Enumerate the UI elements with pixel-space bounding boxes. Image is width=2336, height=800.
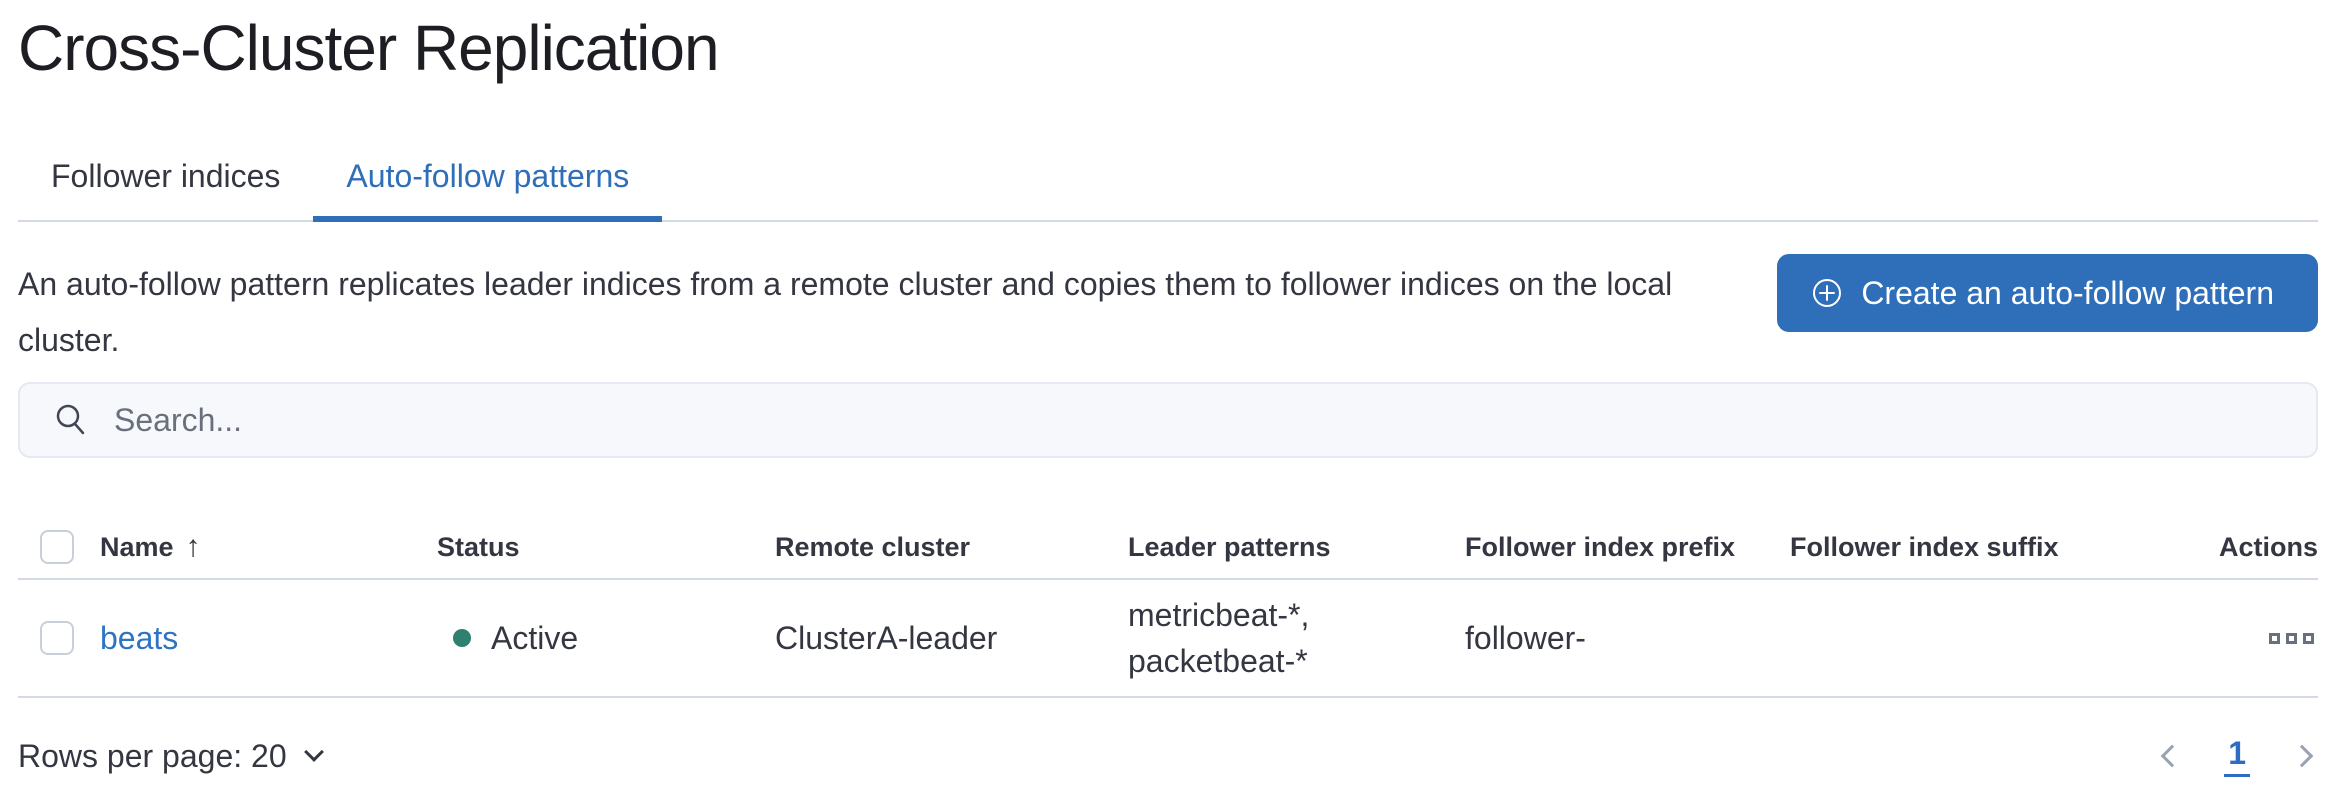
tab-label: Auto-follow patterns [346, 157, 630, 194]
pagination: 1 [2160, 735, 2318, 777]
column-header-remote-cluster: Remote cluster [775, 532, 1128, 563]
rows-per-page-button[interactable]: Rows per page: 20 [18, 737, 324, 775]
status-active-dot-icon [453, 629, 471, 647]
column-header-leader-patterns: Leader patterns [1128, 532, 1465, 563]
column-header-status: Status [437, 532, 775, 563]
column-label: Name [100, 532, 174, 562]
column-label: Actions [2218, 531, 2318, 562]
tab-auto-follow-patterns[interactable]: Auto-follow patterns [313, 132, 663, 222]
tab-bar: Follower indices Auto-follow patterns [18, 132, 2318, 222]
table-row: beats Active ClusterA-leader metricbeat-… [18, 580, 2318, 698]
health-indicator: Active [437, 620, 775, 657]
column-label: Follower index suffix [1790, 531, 2059, 562]
table-header-row: Name ↑ Status Remote cluster Leader patte… [18, 516, 2318, 580]
select-all-checkbox[interactable] [40, 530, 74, 564]
search-input[interactable] [114, 401, 2292, 439]
column-header-follower-index-suffix: Follower index suffix [1790, 532, 2128, 563]
previous-page-icon[interactable] [2160, 744, 2184, 768]
leader-pattern-line: metricbeat-*, [1128, 597, 1310, 633]
sort-ascending-icon: ↑ [185, 530, 201, 563]
leader-pattern-line: packetbeat-* [1128, 643, 1308, 679]
row-select-cell [18, 621, 100, 655]
create-button-label: Create an auto-follow pattern [1861, 274, 2274, 311]
plus-in-circle-icon [1811, 277, 1843, 309]
page-title: Cross-Cluster Replication [18, 12, 720, 84]
remote-cluster-cell: ClusterA-leader [775, 619, 998, 656]
column-label: Follower index prefix [1465, 531, 1736, 562]
boxes-horizontal-icon [2269, 632, 2314, 644]
status-cell: Active [437, 620, 775, 657]
leader-patterns-cell: metricbeat-*, packetbeat-* [1128, 592, 1465, 684]
follower-index-prefix-cell: follower- [1465, 619, 1586, 656]
page-number-current[interactable]: 1 [2224, 735, 2250, 777]
pattern-name-link[interactable]: beats [100, 619, 179, 656]
chevron-down-icon [303, 742, 324, 762]
actions-cell [2128, 623, 2318, 654]
column-label: Leader patterns [1128, 531, 1331, 562]
next-page-icon[interactable] [2290, 744, 2314, 768]
page-description: An auto-follow pattern replicates leader… [18, 266, 1673, 358]
name-cell: beats [100, 620, 437, 657]
description-and-actions-row: An auto-follow pattern replicates leader… [18, 254, 2318, 368]
table-footer: Rows per page: 20 1 [18, 732, 2318, 780]
column-header-follower-index-prefix: Follower index prefix [1465, 532, 1790, 563]
column-label: Remote cluster [775, 531, 971, 562]
create-auto-follow-pattern-button[interactable]: Create an auto-follow pattern [1777, 254, 2318, 332]
auto-follow-patterns-table: Name ↑ Status Remote cluster Leader patte… [18, 516, 2318, 698]
search-icon [54, 403, 88, 437]
status-label: Active [491, 619, 579, 656]
select-all-cell [18, 530, 100, 564]
search-bar [18, 382, 2318, 458]
row-checkbox[interactable] [40, 621, 74, 655]
column-header-actions: Actions [2128, 532, 2318, 563]
rows-per-page-label: Rows per page: 20 [18, 737, 287, 774]
column-header-name[interactable]: Name ↑ [100, 530, 437, 564]
tab-label: Follower indices [51, 157, 281, 194]
row-actions-button[interactable] [2265, 623, 2318, 654]
tab-follower-indices[interactable]: Follower indices [18, 132, 313, 220]
column-label: Status [437, 531, 520, 562]
